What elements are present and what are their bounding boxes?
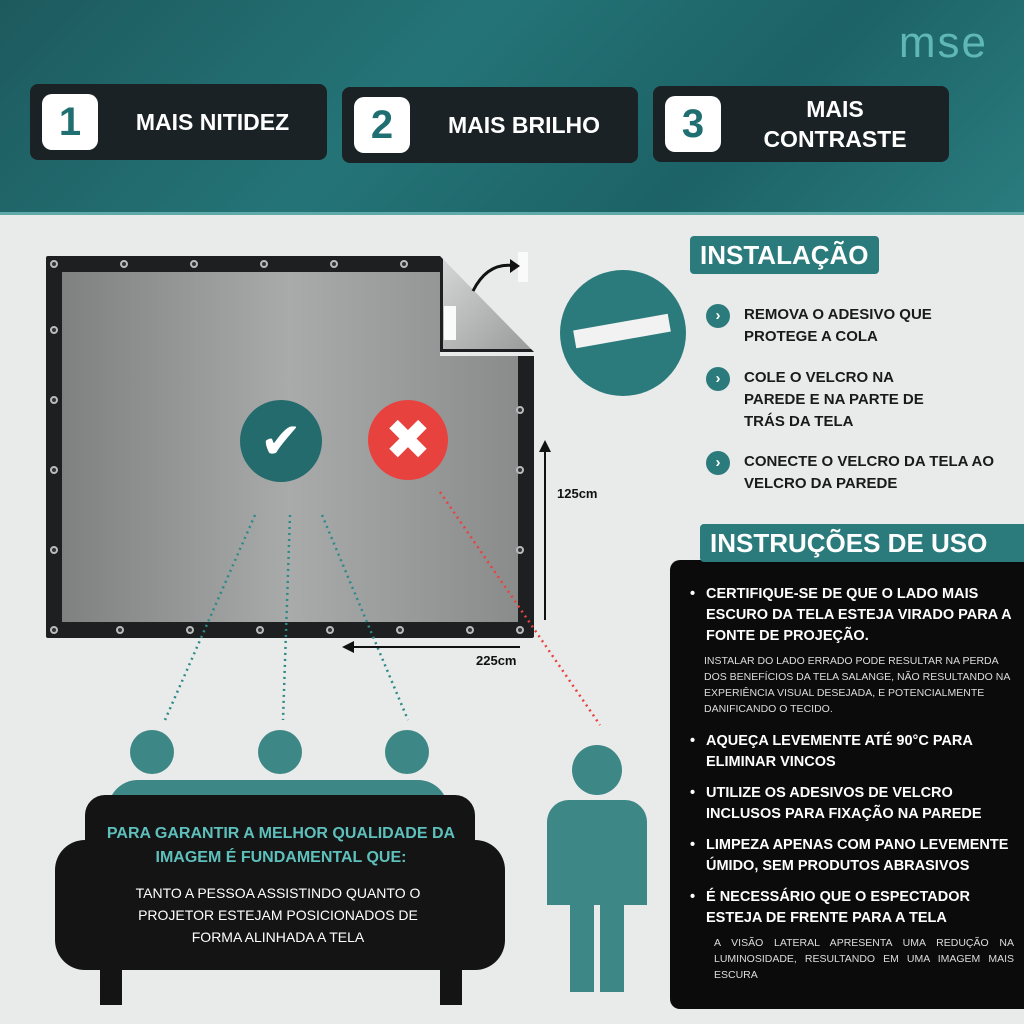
install-step: › CONECTE O VELCRO DA TELA AO VELCRO DA P… [706,451,1016,495]
chevron-right-icon: › [706,367,730,391]
grommet [120,260,128,268]
usage-note: INSTALAR DO LADO ERRADO PODE RESULTAR NA… [704,655,1010,715]
width-label: 225cm [476,653,517,668]
chevron-right-icon: › [706,304,730,328]
standing-person-leg [600,900,624,992]
grommet [50,396,58,404]
grommet [50,326,58,334]
grommet [330,260,338,268]
grommet [326,626,334,634]
grommet [400,260,408,268]
cross-icon: ✖ [368,400,448,480]
usage-item: LIMPEZA APENAS COM PANO LEVEMENTE ÚMIDO,… [690,835,1014,877]
grommet [396,626,404,634]
step-text: REMOVA O ADESIVO QUE PROTEGE A COLA [744,306,932,345]
usage-note: A VISÃO LATERAL APRESENTA UMA REDUÇÃO NA… [714,937,1014,981]
feature-3: 3 MAIS CONTRASTE [653,86,949,162]
grommet [260,260,268,268]
velcro-strip [444,306,456,340]
feature-1: 1 MAIS NITIDEZ [30,84,327,160]
feature-label: MAIS NITIDEZ [135,109,290,135]
peeled-corner [440,252,540,356]
chevron-right-icon: › [706,451,730,475]
grommet [50,260,58,268]
sofa-body: TANTO A PESSOA ASSISTINDO QUANTO O PROJE… [135,885,421,945]
feature-label: MAIS CONTRASTE [763,96,907,152]
viewer-head [258,730,302,774]
grommet [466,626,474,634]
velcro-strip [518,252,528,282]
grommet [190,260,198,268]
viewer-head [130,730,174,774]
check-icon: ✔ [240,400,322,482]
standing-person-head [572,745,622,795]
usage-title: INSTRUÇÕES DE USO [700,524,1024,562]
feature-2: 2 MAIS BRILHO [342,87,638,163]
grommet [50,466,58,474]
grommet [116,626,124,634]
usage-item: UTILIZE OS ADESIVOS DE VELCRO INCLUSOS P… [690,783,1014,825]
sofa [55,840,505,970]
feature-label: MAIS BRILHO [447,112,601,138]
step-text: CONECTE O VELCRO DA TELA AO VELCRO DA PA… [744,453,995,492]
feature-number: 2 [354,97,410,153]
grommet [516,626,524,634]
sofa-leg [100,960,122,1005]
usage-item: CERTIFIQUE-SE DE QUE O LADO MAIS ESCURO … [690,584,1014,647]
usage-item: É NECESSÁRIO QUE O ESPECTADOR ESTEJA DE … [690,887,1014,929]
install-step: › REMOVA O ADESIVO QUE PROTEGE A COLA [706,304,946,348]
arrow-icon [471,259,520,292]
sofa-leg [440,960,462,1005]
viewer-head [385,730,429,774]
installation-title: INSTALAÇÃO [690,236,879,274]
standing-person-body [547,800,647,905]
feature-number: 3 [665,96,721,152]
brand-logo: mse [898,18,988,67]
install-step: › COLE O VELCRO NA PAREDE E NA PARTE DE T… [706,367,946,433]
height-label: 125cm [557,486,598,501]
grommet [516,546,524,554]
step-text: COLE O VELCRO NA PAREDE E NA PARTE DE TR… [744,369,924,430]
usage-instructions-panel: CERTIFIQUE-SE DE QUE O LADO MAIS ESCURO … [670,560,1024,1009]
grommet [516,406,524,414]
usage-item: AQUEÇA LEVEMENTE ATÉ 90°C PARA ELIMINAR … [690,731,984,773]
standing-person-leg [570,900,594,992]
grommet [256,626,264,634]
grommet [516,466,524,474]
sofa-headline: PARA GARANTIR A MELHOR QUALIDADE DA IMAG… [106,825,456,866]
adhesive-illustration [560,270,686,396]
grommet [186,626,194,634]
header-banner: mse 1 MAIS NITIDEZ 2 MAIS BRILHO 3 MAIS … [0,0,1024,215]
feature-number: 1 [42,94,98,150]
grommet [50,626,58,634]
grommet [50,546,58,554]
